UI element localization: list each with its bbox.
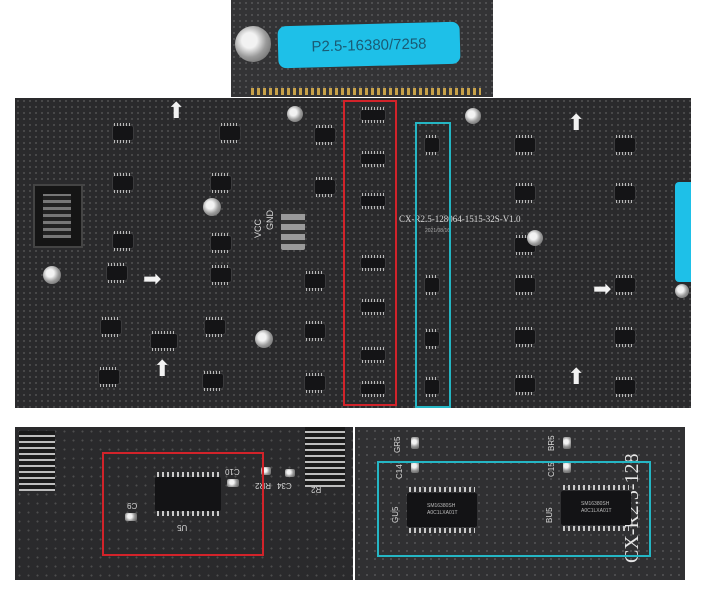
driver-chip [99, 367, 119, 387]
column-chip [425, 377, 439, 397]
ic-chip-right: SM16380SH A0C1LXA01T [561, 491, 631, 525]
driver-chip [515, 183, 535, 203]
model-label: P2.5-16380/7258 [311, 34, 427, 56]
board-date: 2021/08/16 [425, 228, 451, 234]
driver-chip [515, 375, 535, 395]
driver-chip [220, 123, 240, 143]
driver-chip [203, 371, 223, 391]
driver-chip [315, 125, 335, 145]
capacitor [261, 467, 271, 475]
capacitor [411, 461, 419, 473]
capacitor [227, 479, 239, 487]
highlight-red-box [343, 100, 397, 406]
driver-chip [211, 233, 231, 253]
capacitor [235, 26, 271, 62]
driver-chip [615, 275, 635, 295]
capacitor [125, 513, 137, 521]
driver-chip [305, 373, 325, 393]
edge-label-tag [675, 182, 691, 282]
power-connector [281, 210, 305, 250]
label-gr5: GR5 [393, 436, 402, 453]
driver-chip [113, 231, 133, 251]
arrow-up-icon: ⬆ [567, 110, 586, 135]
column-chip [361, 299, 385, 315]
zoom-left-photo: C10 C9 U5 RR2 C34 R2 [15, 427, 353, 580]
driver-chip [113, 173, 133, 193]
column-chip [361, 347, 385, 363]
power-label-vcc: VCC [253, 218, 263, 238]
chip-pins [19, 431, 55, 491]
highlight-cyan-box [415, 122, 451, 408]
column-chip [425, 135, 439, 155]
label-br5: BR5 [547, 435, 556, 451]
driver-chip [515, 327, 535, 347]
driver-chip [615, 135, 635, 155]
driver-chip [211, 173, 231, 193]
chip-pins [157, 472, 219, 477]
board-silkscreen: CX-R2.5-128064-1515-32S-V1.0 [399, 214, 521, 224]
chip-pins [563, 485, 629, 490]
capacitor [527, 230, 543, 246]
capacitor [563, 437, 571, 449]
chip-marking: SM16380SH [427, 503, 456, 509]
column-chip [425, 329, 439, 349]
driver-chip [107, 263, 127, 283]
column-chip [361, 193, 385, 209]
main-board-photo: VCC GND CX-R2.5-128064-1515-32S-V1.0 202… [15, 98, 691, 408]
arrow-up-icon: ⬆ [567, 364, 586, 389]
connector-pins [251, 88, 481, 95]
label-r2: R2 [311, 485, 322, 494]
chip-marking: SM16380SH [581, 501, 610, 507]
column-chip [361, 107, 385, 123]
chip-pins [409, 528, 475, 533]
driver-chip [515, 135, 535, 155]
capacitor [675, 284, 689, 298]
capacitor [563, 461, 571, 473]
arrow-up-icon: ⬆ [153, 356, 172, 381]
chip-pins [409, 487, 475, 492]
top-inset-photo: P2.5-16380/7258 [231, 0, 493, 97]
driver-chip [615, 183, 635, 203]
chip-pins [563, 526, 629, 531]
driver-chip [315, 177, 335, 197]
chip-pins [305, 427, 345, 487]
capacitor [43, 266, 61, 284]
ribbon-connector [33, 184, 83, 248]
column-chip [425, 275, 439, 295]
arrow-right-icon: ➡ [593, 276, 612, 301]
model-label-tag: P2.5-16380/7258 [277, 21, 461, 69]
column-chip [361, 381, 385, 397]
driver-chip [101, 317, 121, 337]
driver-chip [211, 265, 231, 285]
driver-chip [305, 321, 325, 341]
capacitor [203, 198, 221, 216]
chip-marking: A0C1LXA01T [581, 508, 612, 514]
driver-chip [615, 377, 635, 397]
highlight-cyan-box [377, 461, 651, 557]
ic-chip-left: SM16380SH A0C1LXA01T [407, 493, 477, 527]
driver-chip [305, 271, 325, 291]
driver-chip [515, 275, 535, 295]
driver-chip [615, 327, 635, 347]
driver-chip [151, 331, 177, 351]
driver-chip [205, 317, 225, 337]
column-chip [361, 255, 385, 271]
chip-pins [157, 511, 219, 516]
column-chip [361, 151, 385, 167]
label-c34: C34 [277, 481, 292, 490]
ic-chip [155, 477, 221, 511]
arrow-up-icon: ⬆ [167, 98, 186, 123]
capacitor [465, 108, 481, 124]
chip-marking: A0C1LXA01T [427, 510, 458, 516]
capacitor [285, 469, 295, 477]
zoom-right-photo: CX-R2.5-128 SM16380SH A0C1LXA01T SM16380… [355, 427, 685, 580]
driver-chip [113, 123, 133, 143]
capacitor [287, 106, 303, 122]
highlight-red-box [102, 452, 264, 556]
capacitor [411, 437, 419, 449]
arrow-right-icon: ➡ [143, 266, 162, 291]
capacitor [255, 330, 273, 348]
power-label-gnd: GND [265, 210, 275, 230]
